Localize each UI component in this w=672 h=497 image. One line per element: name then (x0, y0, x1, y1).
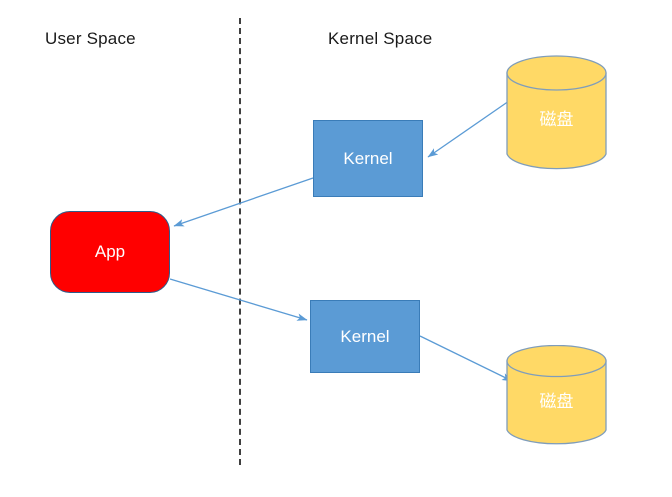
arrow-disk-upper-to-kernel-upper (427, 100, 510, 158)
app-node[interactable]: App (50, 211, 170, 293)
kernel-node-upper[interactable]: Kernel (313, 120, 423, 197)
app-node-label: App (94, 242, 126, 261)
user-kernel-divider (239, 18, 241, 465)
cylinder-shape-icon (506, 344, 607, 445)
kernel-node-lower[interactable]: Kernel (310, 300, 420, 373)
kernel-node-upper-label: Kernel (343, 148, 393, 168)
kernel-node-lower-label: Kernel (340, 326, 390, 346)
disk-node-lower[interactable]: 磁盘 (506, 344, 607, 447)
kernel-space-label: Kernel Space (328, 29, 433, 48)
cylinder-shape-icon (506, 55, 607, 170)
arrow-kernel-upper-to-app (173, 177, 314, 227)
arrow-kernel-lower-to-disk-lower (419, 335, 513, 382)
user-space-label: User Space (45, 29, 136, 48)
disk-node-upper[interactable]: 磁盘 (506, 55, 607, 172)
